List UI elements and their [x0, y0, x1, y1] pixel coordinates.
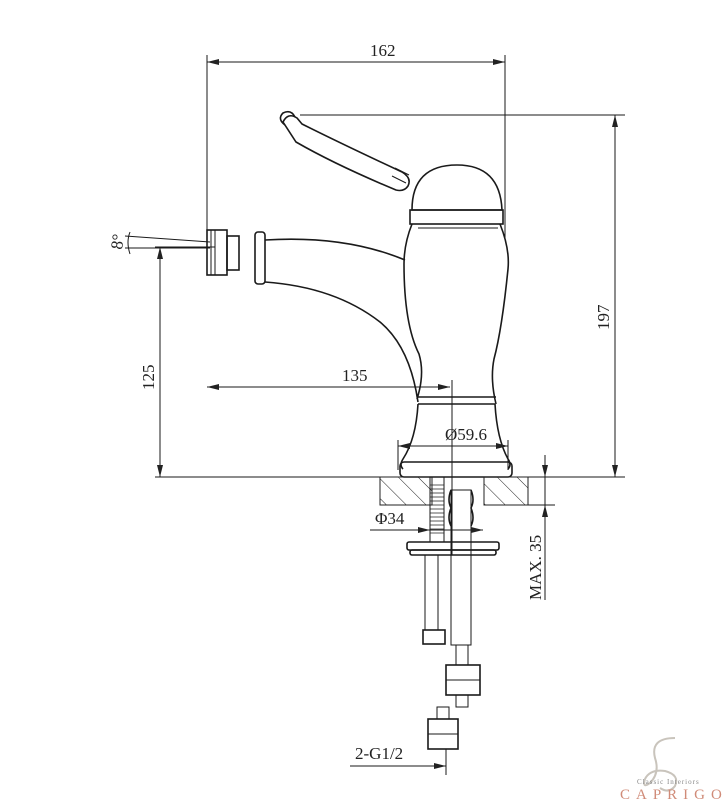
caprigo-logo: Classic Interiors CAPRIGO — [620, 737, 725, 800]
dimension-label-59-6: Ø59.6 — [445, 425, 487, 444]
dimension-connection: 2-G1/2 — [350, 744, 446, 769]
dimension-label-125: 125 — [139, 365, 158, 391]
logo-brand: CAPRIGO — [620, 787, 725, 800]
dimension-hole-diameter: Φ34 — [370, 509, 483, 533]
faucet-body — [206, 110, 513, 555]
dimension-spout-height-125: 125 — [139, 246, 215, 477]
dimension-label-8deg: 8° — [107, 233, 128, 251]
dimension-label-162: 162 — [370, 41, 396, 60]
mounting-shank-and-hoses — [406, 476, 500, 775]
deck-section — [379, 476, 529, 506]
dimension-max-deck: MAX. 35 — [526, 455, 555, 600]
logo-tagline: Classic Interiors — [637, 778, 700, 786]
dimension-label-max-35: MAX. 35 — [526, 535, 545, 600]
dimension-label-34: Φ34 — [375, 509, 405, 528]
dimension-label-135: 135 — [342, 366, 368, 385]
dimension-height-197: 197 — [300, 114, 625, 477]
dimension-label-197: 197 — [594, 304, 613, 330]
dimension-width-162: 162 — [206, 41, 506, 240]
dimension-reach-135: 135 — [207, 366, 450, 390]
dimension-label-g12: 2-G1/2 — [355, 744, 403, 763]
dimension-base-diameter: Ø59.6 — [397, 425, 509, 470]
dimension-angle-8: 8° — [107, 231, 211, 255]
